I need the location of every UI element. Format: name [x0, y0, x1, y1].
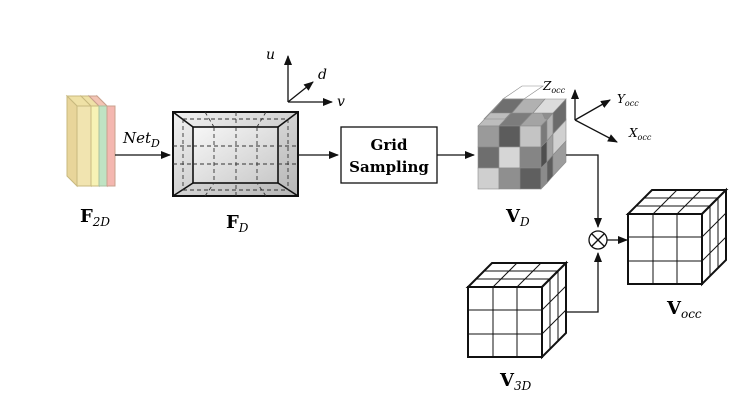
netd-label: NetD — [122, 129, 160, 150]
udv-axes — [284, 55, 333, 106]
grid-sampling-line1: Grid — [371, 136, 408, 154]
grid-sampling-line2: Sampling — [349, 158, 429, 176]
v3d-grid-cube — [465, 260, 569, 360]
fd-feature-volume — [172, 111, 299, 197]
axis-x-occ-label: Xocc — [628, 126, 652, 142]
arrow-vd-to-multiply — [566, 154, 602, 228]
v3d-label: V3D — [499, 370, 532, 393]
fd-label: FD — [226, 212, 249, 235]
arrow-v3d-to-multiply — [566, 252, 602, 313]
axis-z-occ-label: Zocc — [542, 79, 566, 95]
vd-label: VD — [505, 206, 530, 229]
multiply-operator — [588, 230, 608, 250]
vocc-grid-cube — [625, 187, 729, 287]
f2d-label: F2D — [80, 206, 110, 229]
axis-d-label: d — [318, 67, 327, 83]
vocc-label: Vocc — [666, 298, 702, 321]
f2d-feature-stack — [65, 94, 116, 188]
vd-shaded-cube — [477, 85, 567, 190]
axis-u-label: u — [266, 47, 275, 63]
axis-y-occ-label: Yocc — [617, 92, 639, 108]
occ-axes — [571, 89, 618, 143]
axis-v-label: v — [337, 94, 345, 110]
